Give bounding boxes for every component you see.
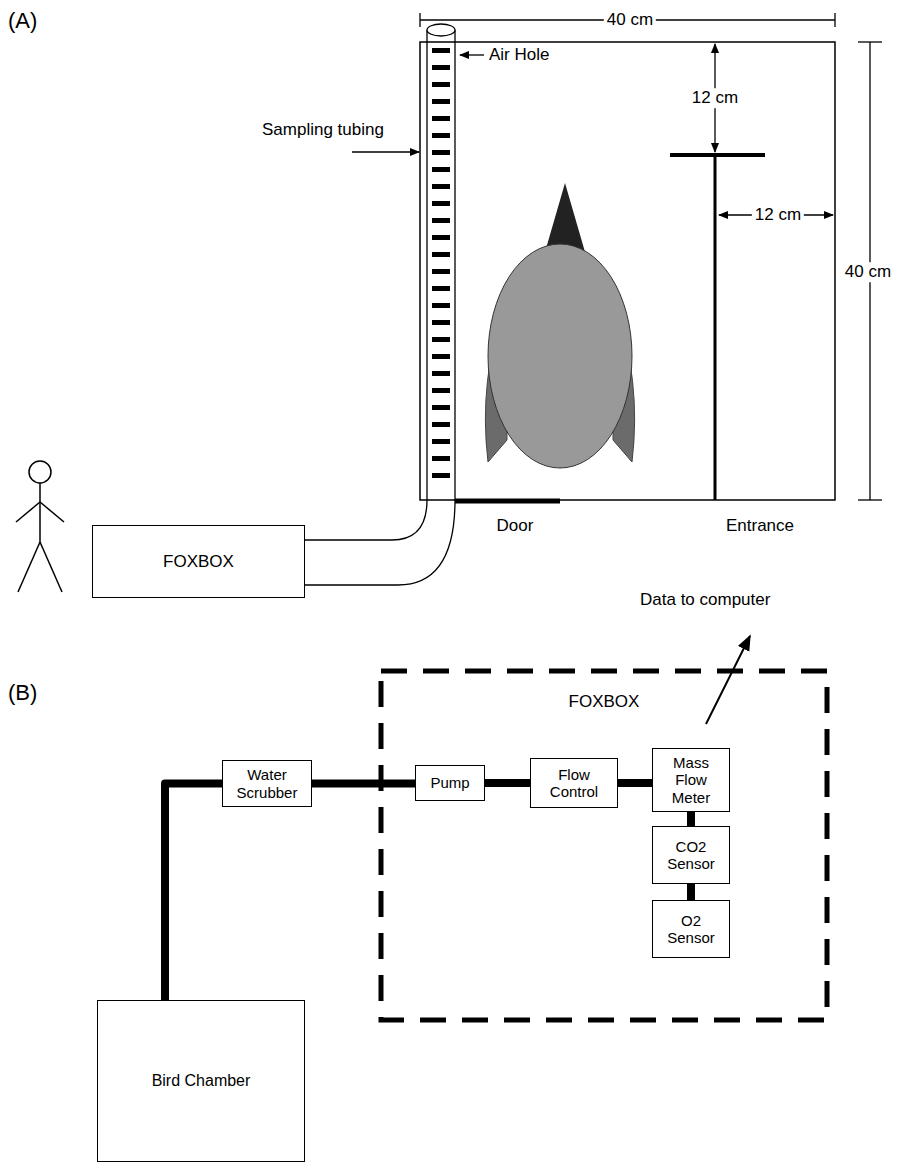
air-hole bbox=[432, 133, 450, 138]
sensor-box: CO2 Sensor bbox=[652, 826, 730, 884]
air-hole bbox=[432, 286, 450, 291]
dimension-label: 40 cm bbox=[604, 10, 656, 30]
air-hole bbox=[432, 116, 450, 121]
air-hole bbox=[432, 201, 450, 206]
air-hole bbox=[432, 150, 450, 155]
air-hole bbox=[432, 303, 450, 308]
panel-letter: (B) bbox=[8, 680, 37, 705]
flow-control-box: Flow Control bbox=[530, 758, 618, 808]
perch-bar bbox=[670, 153, 765, 157]
person-figure bbox=[16, 461, 64, 592]
pump-box: Pump bbox=[415, 765, 485, 801]
node-label: O2 Sensor bbox=[653, 910, 729, 949]
air-hole bbox=[432, 167, 450, 172]
air-hole bbox=[432, 82, 450, 87]
leader-line bbox=[352, 151, 419, 152]
air-hole bbox=[432, 235, 450, 240]
air-hole bbox=[432, 218, 450, 223]
air-hole bbox=[432, 456, 450, 461]
data-arrow bbox=[706, 636, 750, 724]
door-bar bbox=[455, 499, 560, 504]
air-hole bbox=[432, 320, 450, 325]
air-holes bbox=[432, 48, 450, 478]
flow-meter-box: Mass Flow Meter bbox=[652, 748, 730, 812]
dimension-label: 12 cm bbox=[752, 205, 804, 225]
part-label: Sampling tubing bbox=[262, 120, 384, 140]
leader-line bbox=[460, 54, 484, 55]
air-hole bbox=[432, 422, 450, 427]
node-label: Mass Flow Meter bbox=[653, 752, 729, 808]
penguin bbox=[485, 183, 634, 468]
sensor-box: O2 Sensor bbox=[652, 900, 730, 958]
air-hole bbox=[432, 48, 450, 53]
note-label: Data to computer bbox=[640, 590, 770, 610]
air-hole bbox=[432, 99, 450, 104]
node-label: CO2 Sensor bbox=[653, 836, 729, 875]
air-hole bbox=[432, 184, 450, 189]
air-line bbox=[165, 784, 222, 1001]
node-label: Bird Chamber bbox=[148, 1070, 255, 1092]
dashed-border bbox=[381, 671, 827, 1020]
perch-post bbox=[714, 155, 717, 500]
air-line bbox=[485, 779, 530, 787]
analyzer-enclosure: FOXBOX Pump Flow Control Mass Flow MeterCO2… bbox=[378, 668, 830, 1023]
node-label: Pump bbox=[426, 772, 473, 793]
dimension-label: 12 cm bbox=[689, 88, 741, 108]
air-hole bbox=[432, 337, 450, 342]
chamber-box: Bird Chamber bbox=[97, 1000, 305, 1162]
analyzer-box: FOXBOX bbox=[92, 525, 305, 598]
air-line bbox=[312, 780, 415, 788]
node-label: Water Scrubber bbox=[223, 764, 311, 803]
dimension-label: 40 cm bbox=[842, 262, 894, 282]
air-hole bbox=[432, 371, 450, 376]
air-hole bbox=[432, 473, 450, 478]
dashed-outline bbox=[378, 668, 830, 1023]
air-hole bbox=[432, 354, 450, 359]
scrubber-box: Water Scrubber bbox=[222, 760, 312, 807]
part-label: Door bbox=[497, 516, 534, 536]
sampling-tube bbox=[305, 24, 455, 585]
air-line bbox=[687, 884, 695, 900]
node-label: FOXBOX bbox=[159, 550, 238, 574]
air-hole bbox=[432, 252, 450, 257]
air-hole bbox=[432, 439, 450, 444]
node-label: Flow Control bbox=[531, 764, 617, 803]
chamber-outline bbox=[420, 42, 835, 500]
part-label: Air Hole bbox=[489, 45, 549, 65]
air-line bbox=[687, 812, 695, 826]
panel-letter: (A) bbox=[8, 8, 37, 33]
node-label: FOXBOX bbox=[378, 690, 830, 714]
air-hole bbox=[432, 65, 450, 70]
air-hole bbox=[432, 269, 450, 274]
air-hole bbox=[432, 405, 450, 410]
air-line bbox=[618, 779, 652, 787]
air-hole bbox=[432, 388, 450, 393]
part-label: Entrance bbox=[726, 516, 794, 536]
